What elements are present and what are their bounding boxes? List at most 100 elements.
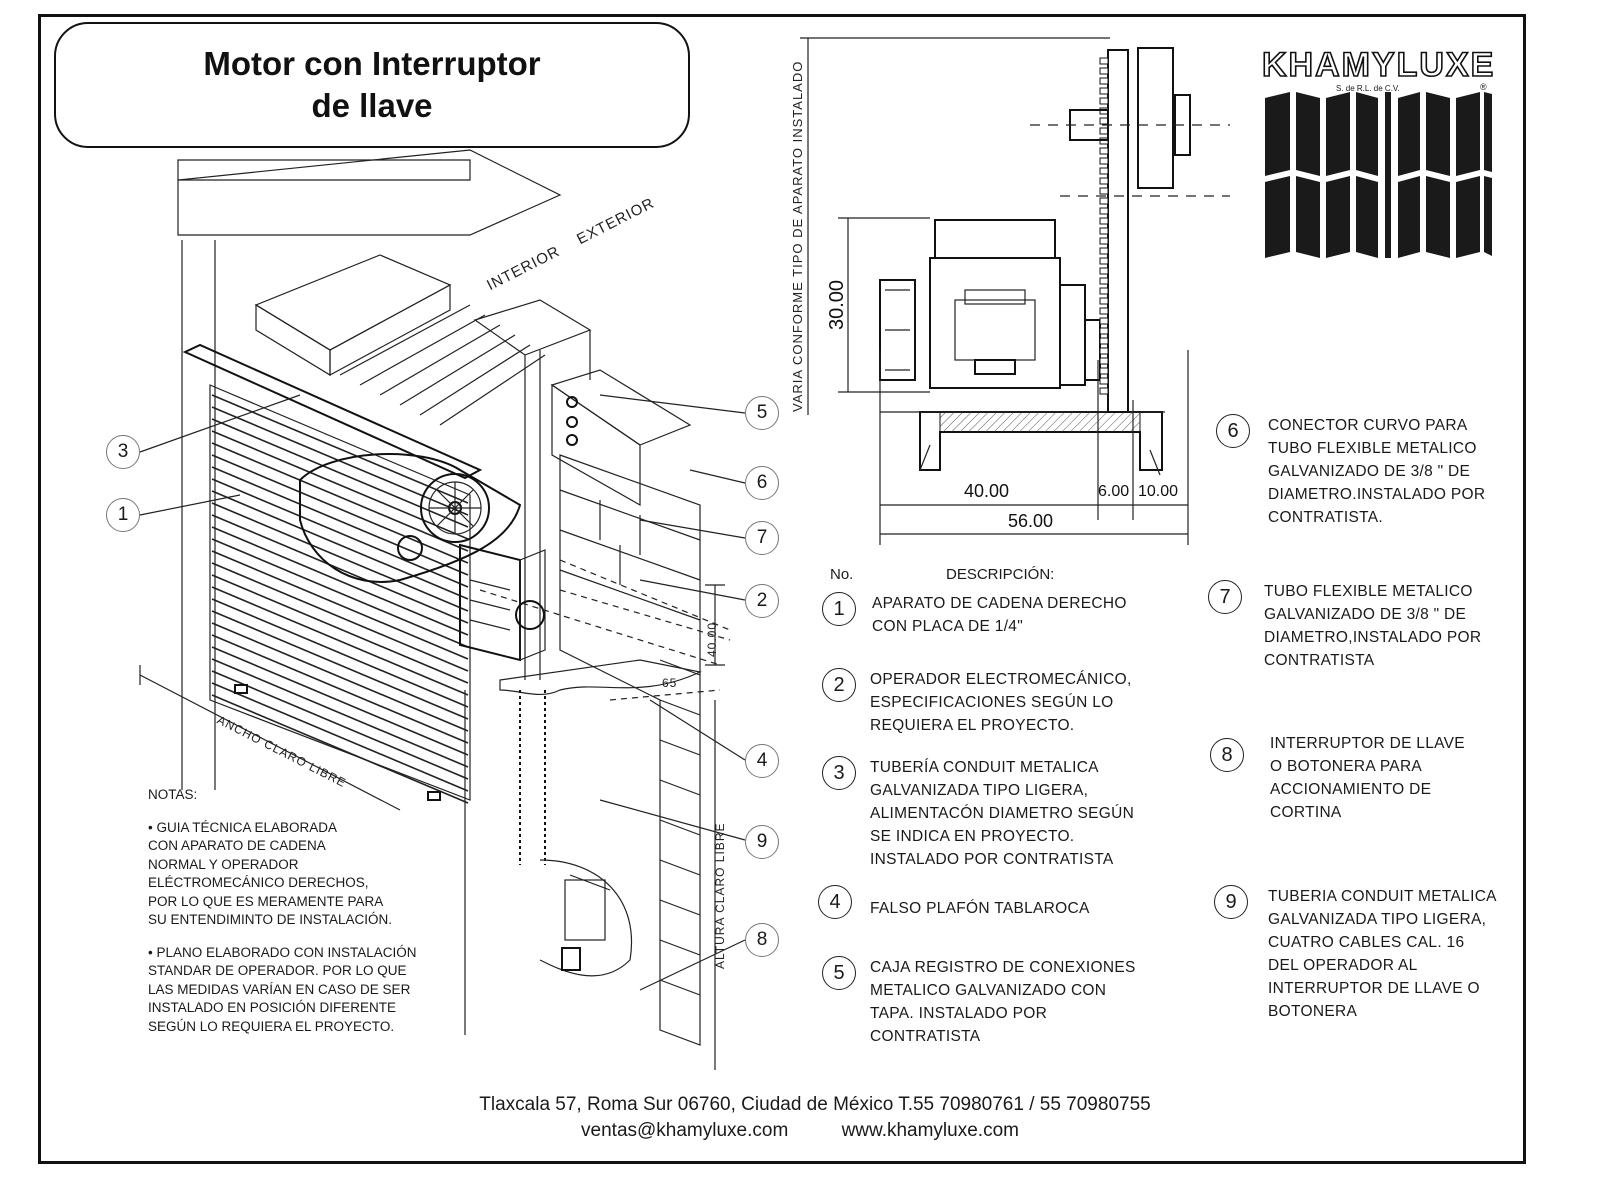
drawing-sheet-border bbox=[38, 14, 1526, 1164]
sprocket-tooth bbox=[1099, 207, 1109, 215]
sprocket-tooth bbox=[1099, 327, 1109, 335]
shutter-slat bbox=[211, 394, 469, 504]
sprocket-tooth bbox=[1099, 77, 1109, 85]
footer-email[interactable]: ventas@khamyluxe.com bbox=[581, 1120, 789, 1141]
sprocket-tooth bbox=[1099, 177, 1109, 185]
shutter-slat bbox=[211, 670, 469, 780]
footer: Tlaxcala 57, Roma Sur 06760, Ciudad de M… bbox=[0, 1092, 1600, 1144]
sprocket-tooth bbox=[1099, 307, 1109, 315]
sprocket-tooth bbox=[1099, 387, 1109, 395]
shutter-slat bbox=[211, 406, 469, 516]
legend-text: TUBO FLEXIBLE METALICO GALVANIZADO DE 3/… bbox=[1264, 583, 1482, 669]
shutter-slat bbox=[211, 634, 469, 744]
sprocket-tooth bbox=[1099, 147, 1109, 155]
sprocket-tooth bbox=[1099, 297, 1109, 305]
callout-3: 3 bbox=[106, 435, 140, 469]
shutter-slat bbox=[211, 502, 469, 612]
notes-block: NOTAS: • GUIA TÉCNICA ELABORADA CON APAR… bbox=[148, 786, 468, 1050]
legend-text: CONECTOR CURVO PARA TUBO FLEXIBLE METALI… bbox=[1268, 417, 1486, 526]
shutter-slat bbox=[211, 598, 469, 708]
khamyluxe-logo: KHAMYLUXE S. de R.L. de C.V. ® bbox=[1261, 45, 1494, 93]
logo-subtitle: S. de R.L. de C.V. bbox=[1336, 84, 1400, 93]
shutter-slat bbox=[211, 646, 469, 756]
sprocket-tooth bbox=[1099, 317, 1109, 325]
shutter-slat bbox=[211, 514, 469, 624]
shutter-slat bbox=[211, 550, 469, 660]
callout-8: 8 bbox=[745, 923, 779, 957]
legend-text: TUBERÍA CONDUIT METALICA GALVANIZADA TIP… bbox=[870, 759, 1135, 868]
sprocket-tooth bbox=[1099, 117, 1109, 125]
legend-text: APARATO DE CADENA DERECHO CON PLACA DE 1… bbox=[872, 595, 1127, 635]
sprocket-tooth bbox=[1099, 197, 1109, 205]
sprocket-tooth bbox=[1099, 167, 1109, 175]
legend-number: 7 bbox=[1208, 580, 1242, 614]
legend-text: CAJA REGISTRO DE CONEXIONES METALICO GAL… bbox=[870, 959, 1136, 1045]
side-dim-6: 6.00 bbox=[1098, 483, 1130, 500]
legend-text: OPERADOR ELECTROMECÁNICO, ESPECIFICACION… bbox=[870, 671, 1132, 734]
shutter-slat bbox=[211, 490, 469, 600]
sprocket-tooth bbox=[1099, 217, 1109, 225]
registered-mark: ® bbox=[1480, 82, 1487, 92]
shutter-slat bbox=[211, 538, 469, 648]
shutter-slat bbox=[211, 658, 469, 768]
chain-sprocket bbox=[397, 473, 490, 561]
side-dim-10: 10.00 bbox=[1138, 483, 1179, 500]
note-1: • GUIA TÉCNICA ELABORADA CON APARATO DE … bbox=[148, 819, 393, 928]
footer-address: Tlaxcala 57, Roma Sur 06760, Ciudad de M… bbox=[479, 1094, 1151, 1115]
iso-dim-65: 65 bbox=[662, 676, 678, 690]
callout-7: 7 bbox=[745, 521, 779, 555]
legend-number: 9 bbox=[1214, 885, 1248, 919]
sprocket-tooth bbox=[1099, 67, 1109, 75]
shutter-slat bbox=[211, 694, 469, 804]
title-line-2: de llave bbox=[311, 87, 433, 124]
shutter-slat bbox=[211, 526, 469, 636]
iso-dim-40: 40.00 bbox=[705, 621, 719, 657]
footer-website[interactable]: www.khamyluxe.com bbox=[841, 1120, 1019, 1141]
operator-motor bbox=[459, 543, 546, 662]
sprocket-tooth bbox=[1099, 247, 1109, 255]
sprocket-tooth bbox=[1099, 87, 1109, 95]
side-view-vertical-label: VARIA CONFORME TIPO DE APARATO INSTALADO bbox=[790, 60, 805, 412]
sprocket-tooth bbox=[1099, 227, 1109, 235]
sprocket-tooth bbox=[1099, 367, 1109, 375]
legend-number: 2 bbox=[822, 668, 856, 702]
sprocket-tooth bbox=[1099, 97, 1109, 105]
legend-number: 1 bbox=[822, 592, 856, 626]
shutter-slat bbox=[211, 478, 469, 588]
shutter-slat bbox=[211, 682, 469, 792]
sprocket-tooth bbox=[1099, 57, 1109, 65]
legend-number: 5 bbox=[822, 956, 856, 990]
altura-claro-libre-label: ALTURA CLARO LIBRE bbox=[713, 822, 727, 969]
legend-number: 6 bbox=[1216, 414, 1250, 448]
sprocket-tooth bbox=[1099, 257, 1109, 265]
legend-text: INTERRUPTOR DE LLAVE O BOTONERA PARA ACC… bbox=[1270, 735, 1465, 821]
legend-col-desc: DESCRIPCIÓN: bbox=[946, 566, 1055, 583]
legend-col-no: No. bbox=[830, 566, 854, 583]
legend-number: 4 bbox=[818, 885, 852, 919]
side-dim-30: 30.00 bbox=[826, 279, 848, 330]
sprocket-tooth bbox=[1099, 277, 1109, 285]
sprocket-tooth bbox=[1099, 187, 1109, 195]
side-dim-56: 56.00 bbox=[1008, 511, 1054, 531]
sprocket-tooth bbox=[1099, 377, 1109, 385]
legend-text: TUBERIA CONDUIT METALICA GALVANIZADA TIP… bbox=[1268, 888, 1497, 1020]
legend-number: 3 bbox=[822, 756, 856, 790]
brick-wall bbox=[559, 454, 701, 1046]
callout-5: 5 bbox=[745, 396, 779, 430]
shutter-slat bbox=[211, 454, 469, 564]
shutter-slat bbox=[211, 610, 469, 720]
shutter-slat bbox=[211, 430, 469, 540]
isometric-view bbox=[139, 149, 746, 1070]
sprocket-tooth bbox=[1099, 357, 1109, 365]
legend-text: FALSO PLAFÓN TABLAROCA bbox=[870, 900, 1090, 917]
logo-graphic bbox=[1265, 92, 1492, 258]
shutter-slat bbox=[211, 574, 469, 684]
rolling-shutter bbox=[209, 384, 471, 804]
sprocket-tooth bbox=[1099, 267, 1109, 275]
sprocket-tooth bbox=[1099, 127, 1109, 135]
shutter-slat bbox=[211, 466, 469, 576]
callout-1: 1 bbox=[106, 498, 140, 532]
sprocket-tooth bbox=[1099, 237, 1109, 245]
shutter-slat bbox=[211, 622, 469, 732]
